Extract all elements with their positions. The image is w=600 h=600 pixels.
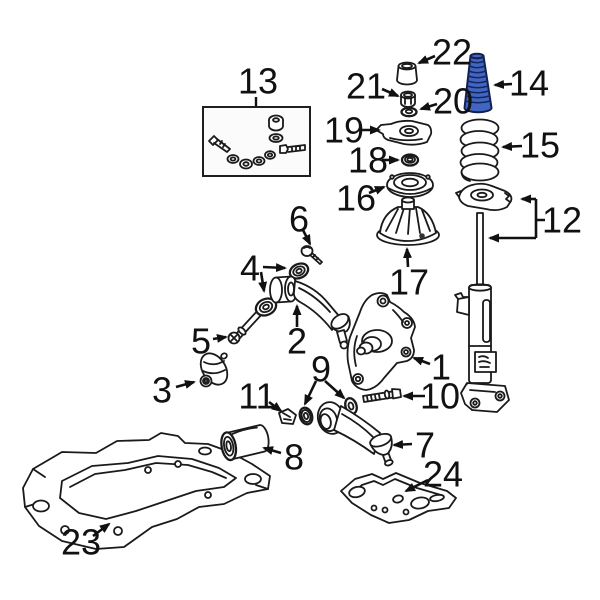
part-23-subframe-crossmember[interactable]	[22, 432, 271, 550]
part-4-washers[interactable]	[253, 261, 310, 319]
callout-2[interactable]: 2	[287, 304, 307, 362]
callout-6-label[interactable]: 6	[289, 199, 309, 240]
callout-4-label[interactable]: 4	[240, 248, 260, 289]
callout-15[interactable]: 15	[501, 125, 560, 166]
callout-13[interactable]: 13	[238, 61, 278, 107]
part-8-lower-arm-bushing[interactable]	[219, 424, 271, 462]
callout-22-label[interactable]: 22	[432, 32, 472, 73]
callout-5-arrow	[212, 333, 228, 343]
callout-16-label[interactable]: 16	[336, 178, 376, 219]
callout-16-arrow	[368, 185, 386, 195]
callout-7-arrow	[392, 440, 413, 449]
callout-12-bracket	[534, 199, 545, 238]
callout-21-label[interactable]: 21	[346, 66, 386, 107]
callout-6-arrow	[301, 229, 312, 246]
callout-13-label[interactable]: 13	[238, 61, 278, 102]
callout-19-label[interactable]: 19	[324, 110, 364, 151]
part-18-washer[interactable]	[400, 153, 420, 167]
part-21-nut[interactable]	[400, 90, 416, 108]
callout-20-label[interactable]: 20	[433, 81, 473, 122]
callout-22-arrow	[417, 54, 436, 65]
callout-3[interactable]: 3	[152, 370, 196, 411]
part-10-bolt[interactable]	[362, 388, 402, 403]
callout-21-arrow	[381, 87, 400, 98]
part-3-upper-arm-bushing[interactable]	[195, 348, 233, 389]
callout-4[interactable]: 4	[240, 248, 287, 293]
callout-12-label[interactable]: 12	[542, 200, 582, 241]
callout-17[interactable]: 17	[389, 247, 429, 303]
callout-10[interactable]: 10	[402, 376, 460, 417]
callout-18-label[interactable]: 18	[348, 140, 388, 181]
part-9-washers[interactable]	[298, 397, 359, 426]
callout-20-arrow	[419, 102, 438, 111]
callout-15-arrow	[501, 142, 523, 152]
callout-17-arrow	[403, 247, 412, 268]
callout-15-label[interactable]: 15	[520, 125, 560, 166]
part-1-steering-knuckle[interactable]	[346, 292, 416, 391]
callout-23-label[interactable]: 23	[61, 522, 101, 563]
callout-23-arrow	[92, 522, 111, 538]
part-15-coil-spring[interactable]	[459, 118, 500, 182]
part-11-clip-nut[interactable]	[278, 408, 297, 425]
callout-14-label[interactable]: 14	[509, 63, 549, 104]
callout-4-arrow-down	[258, 271, 268, 293]
callout-24-arrow	[404, 478, 429, 493]
part-7-lower-control-arm[interactable]	[314, 399, 400, 469]
part-16-spring-seat[interactable]	[386, 172, 434, 198]
callout-14[interactable]: 14	[493, 63, 549, 104]
callout-2-label[interactable]: 2	[287, 321, 307, 362]
callout-4-arrow-right	[262, 263, 287, 273]
callout-12[interactable]: 12	[488, 194, 582, 243]
callout-9-arrow-left	[303, 380, 318, 406]
callout-8[interactable]: 8	[262, 437, 304, 478]
callout-19[interactable]: 19	[324, 110, 381, 151]
callout-3-arrow	[175, 380, 196, 389]
part-19-bracket[interactable]	[375, 119, 433, 146]
callout-3-label[interactable]: 3	[152, 370, 172, 411]
callout-5[interactable]: 5	[191, 321, 228, 362]
callout-18[interactable]: 18	[348, 140, 400, 181]
part-14-strut-bellows-highlighted[interactable]	[463, 52, 493, 114]
part-22-bump-stop[interactable]	[396, 61, 418, 86]
part-17-strut-mount[interactable]	[376, 196, 440, 246]
callout-11-label[interactable]: 11	[238, 376, 275, 417]
callout-24-label[interactable]: 24	[423, 454, 463, 495]
callout-20[interactable]: 20	[419, 81, 473, 122]
callout-1-arrow	[412, 356, 431, 366]
callout-16[interactable]: 16	[336, 178, 386, 219]
callout-23[interactable]: 23	[61, 522, 111, 563]
callout-17-label[interactable]: 17	[389, 262, 429, 303]
part-2-upper-control-arm[interactable]	[269, 275, 355, 350]
part-6-bolt[interactable]	[300, 245, 323, 265]
callout-21[interactable]: 21	[346, 66, 400, 107]
callout-5-label[interactable]: 5	[191, 321, 211, 362]
callout-14-arrow	[493, 79, 513, 89]
callout-1-label[interactable]: 1	[431, 347, 451, 388]
callout-9-arrow-right	[324, 380, 346, 400]
callout-8-label[interactable]: 8	[284, 437, 304, 478]
callout-9[interactable]: 9	[303, 349, 346, 406]
part-13-hardware-kit[interactable]	[202, 106, 311, 177]
callout-8-arrow	[262, 446, 282, 455]
part-20-washer[interactable]	[400, 106, 418, 118]
callout-10-label[interactable]: 10	[420, 376, 460, 417]
callout-1[interactable]: 1	[412, 347, 451, 388]
callout-9-label[interactable]: 9	[311, 349, 331, 390]
part-12-strut[interactable]	[454, 182, 513, 413]
callout-11[interactable]: 11	[238, 376, 283, 417]
callout-11-arrow	[268, 400, 283, 413]
callout-7-label[interactable]: 7	[415, 425, 435, 466]
callout-6[interactable]: 6	[289, 199, 312, 246]
callout-24[interactable]: 24	[404, 454, 463, 495]
callout-7[interactable]: 7	[392, 425, 435, 466]
part-24-support-bracket[interactable]	[340, 472, 457, 524]
part-5-link-bolt[interactable]	[227, 308, 264, 345]
callout-22[interactable]: 22	[417, 32, 472, 73]
